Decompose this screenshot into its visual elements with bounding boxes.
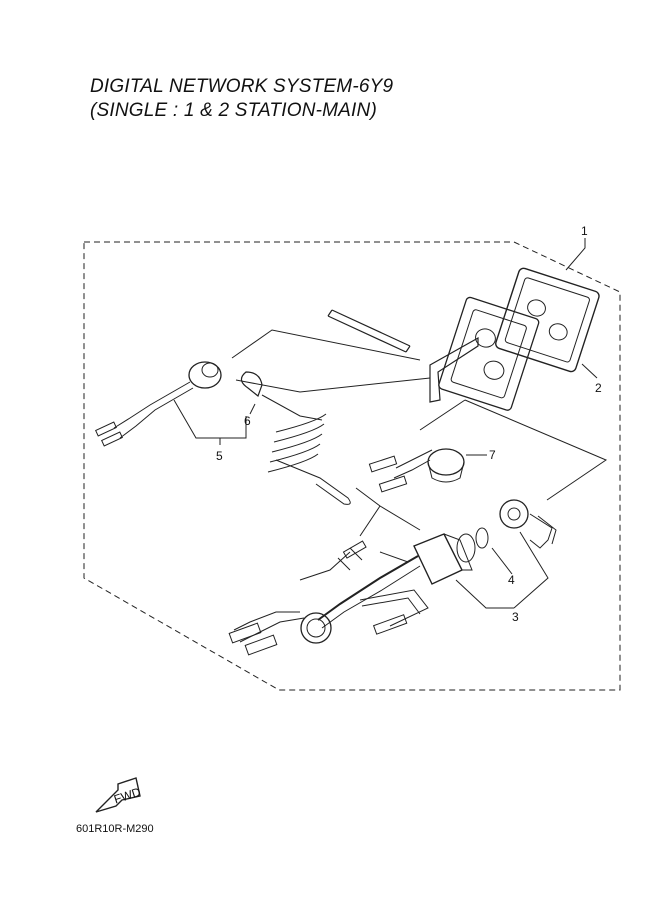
- callout-6: 6: [244, 414, 251, 428]
- leader-2: [581, 363, 598, 379]
- switch-5: [95, 361, 222, 447]
- main-switch-3: [413, 499, 557, 585]
- callout-7: 7: [489, 448, 496, 462]
- assembly-boundary: [83, 241, 621, 691]
- leader-4: [491, 547, 513, 575]
- mounting-bracket: [438, 296, 540, 411]
- leader-5: [173, 399, 247, 445]
- nut-4: [475, 527, 489, 549]
- leader-6: [249, 403, 256, 415]
- fwd-arrow-icon: [95, 777, 141, 813]
- leader-1: [565, 238, 586, 271]
- callout-4: 4: [508, 573, 515, 587]
- lanyard-6: [240, 371, 351, 505]
- callout-2: 2: [595, 381, 602, 395]
- stay-bracket: [429, 336, 479, 403]
- leader-3: [455, 531, 549, 609]
- cable-tie: [327, 309, 411, 353]
- diagram-title: DIGITAL NETWORK SYSTEM-6Y9: [90, 76, 394, 97]
- wire-harness: [228, 540, 429, 656]
- fwd-label: FWD: [112, 785, 143, 807]
- drawing-code: 601R10R-M290: [76, 823, 154, 835]
- callout-3: 3: [512, 610, 519, 624]
- stop-switch-7: [368, 448, 465, 493]
- diagram-subtitle: (SINGLE : 1 & 2 STATION-MAIN): [90, 100, 377, 121]
- callout-5: 5: [216, 449, 223, 463]
- outer-panel-2: [495, 267, 600, 373]
- callout-1: 1: [581, 224, 588, 238]
